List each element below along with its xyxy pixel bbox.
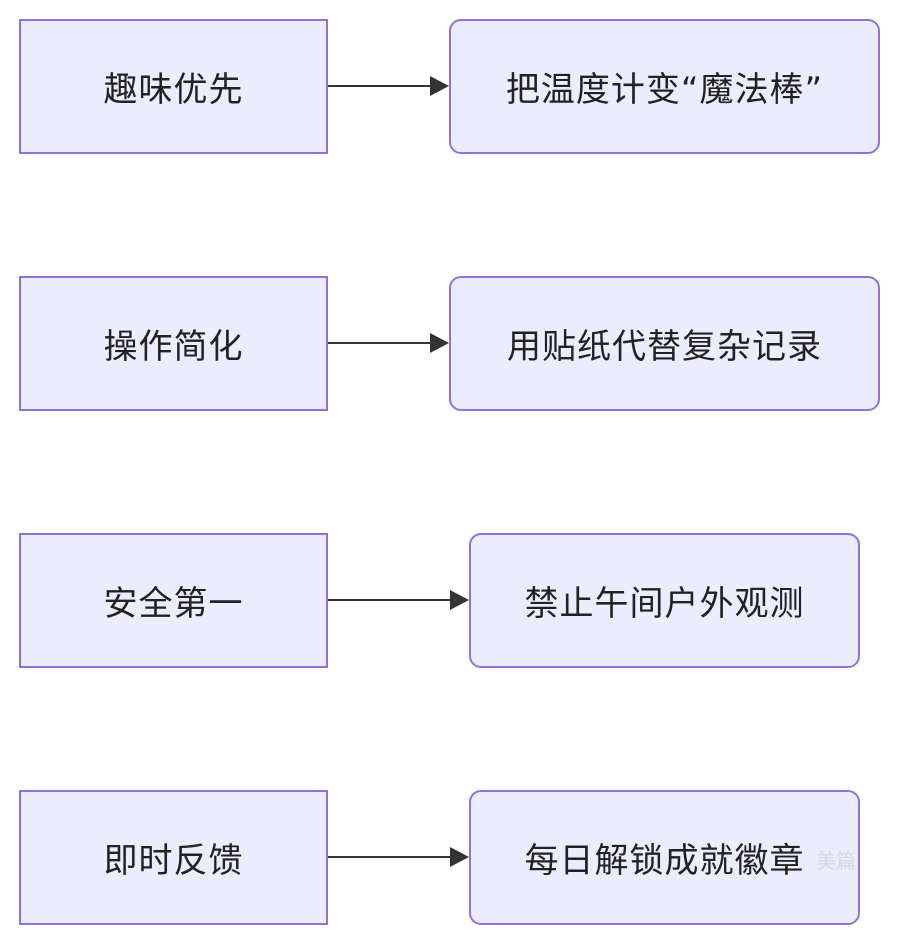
practice-node-2: 用贴纸代替复杂记录 xyxy=(449,276,880,411)
practice-node-3: 禁止午间户外观测 xyxy=(469,533,860,668)
practice-node-1: 把温度计变“魔法棒” xyxy=(449,19,880,154)
practice-label-4: 每日解锁成就徽章 xyxy=(524,841,805,881)
practice-label-2: 用贴纸代替复杂记录 xyxy=(507,327,822,367)
principle-node-3: 安全第一 xyxy=(19,533,328,668)
arrowhead-1 xyxy=(430,76,449,96)
principle-node-4: 即时反馈 xyxy=(19,790,328,925)
practice-label-3: 禁止午间户外观测 xyxy=(524,584,805,624)
principle-label-2: 操作简化 xyxy=(103,327,244,367)
principle-node-2: 操作简化 xyxy=(19,276,328,411)
watermark-brand: 美篇 xyxy=(816,849,856,873)
arrowhead-3 xyxy=(450,590,469,610)
arrowhead-2 xyxy=(430,333,449,353)
principle-node-1: 趣味优先 xyxy=(19,19,328,154)
principle-label-3: 安全第一 xyxy=(103,584,244,624)
watermark-logo: 美篇 xyxy=(816,845,856,874)
principle-label-1: 趣味优先 xyxy=(103,70,244,110)
practice-label-1: 把温度计变“魔法棒” xyxy=(505,70,824,110)
arrowhead-4 xyxy=(450,847,469,867)
practice-node-4: 每日解锁成就徽章 xyxy=(469,790,860,925)
principle-label-4: 即时反馈 xyxy=(103,841,244,881)
